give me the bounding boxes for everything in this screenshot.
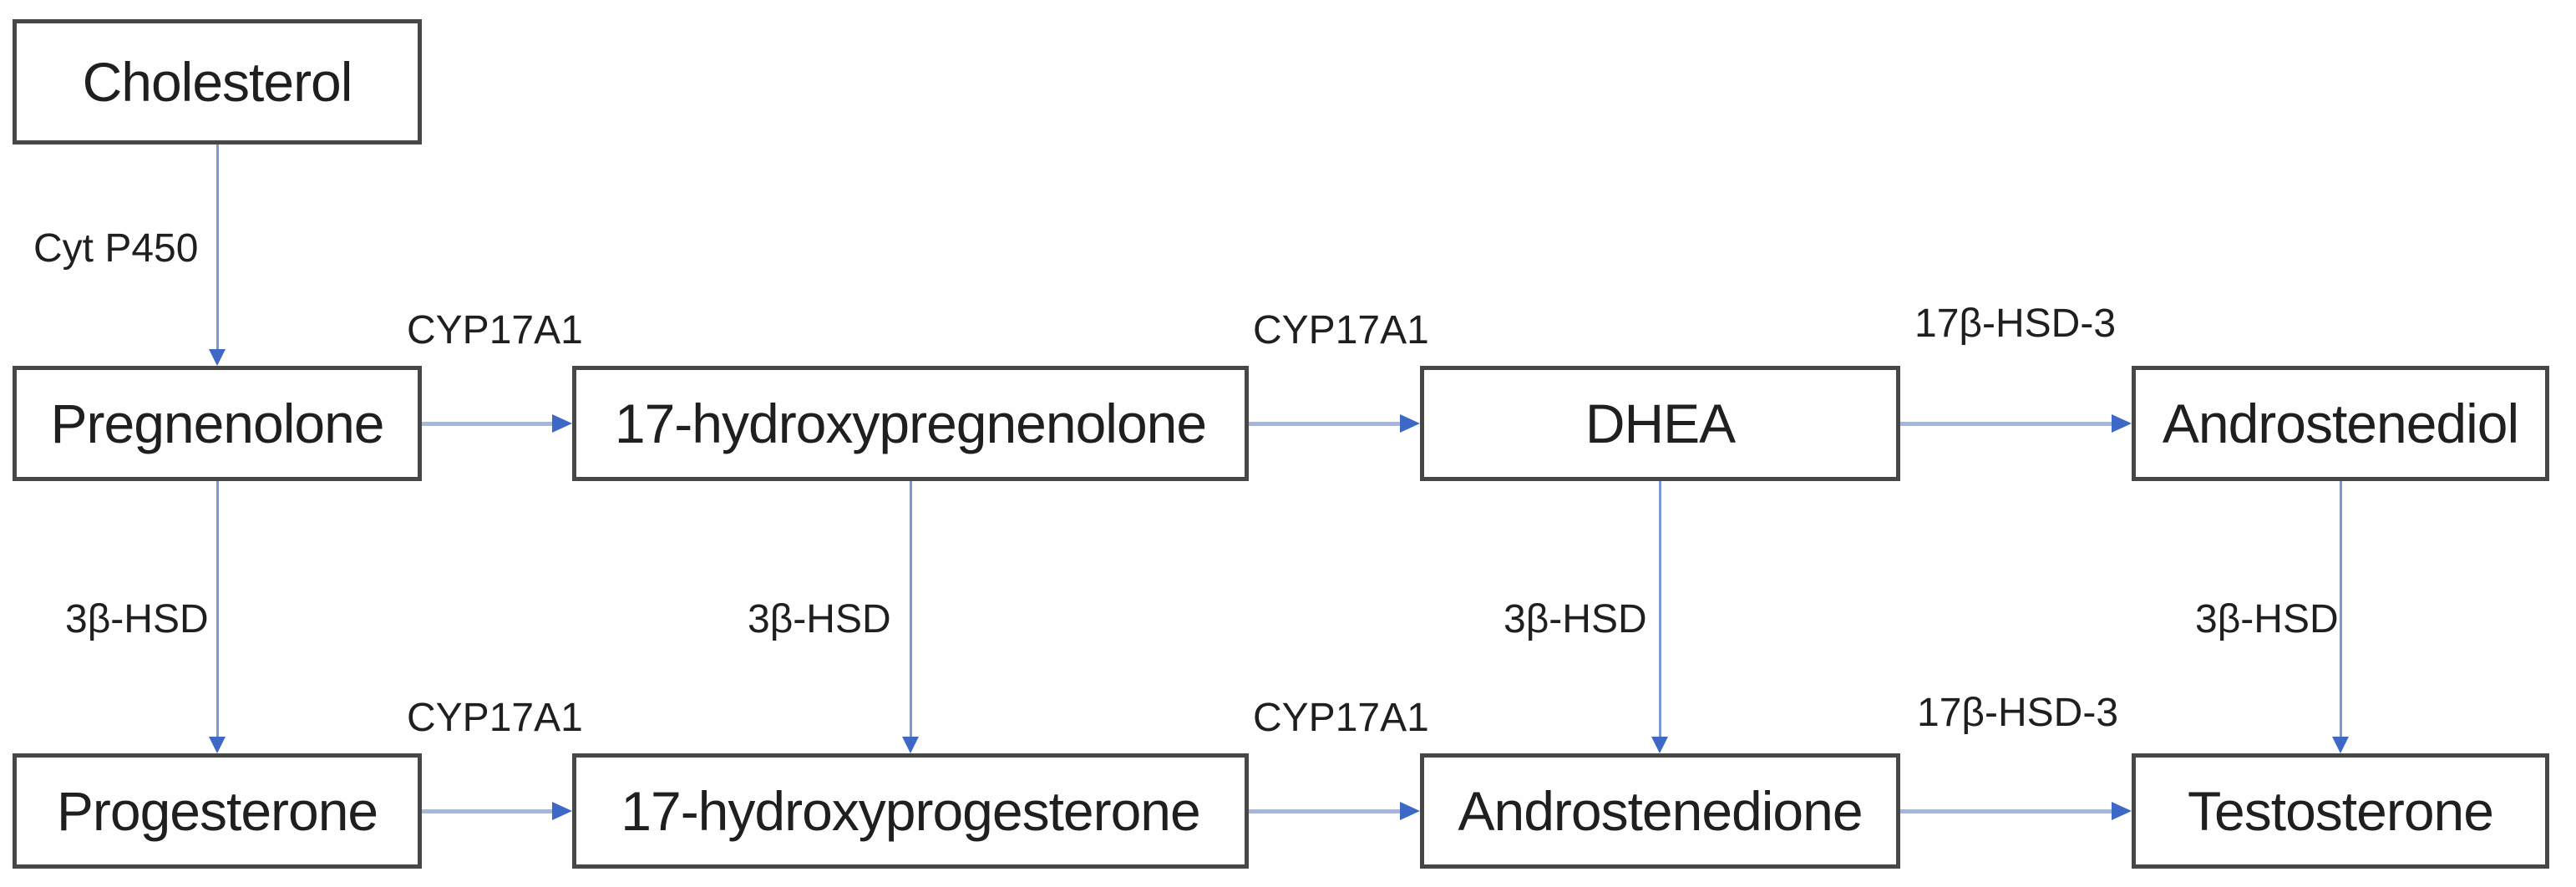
arrow-progesterone-to-hydroxyprogesterone-line <box>422 809 552 814</box>
arrow-hydroxypregnenolone-to-dhea-line <box>1249 422 1400 426</box>
node-17-hydroxypregnenolone: 17-hydroxypregnenolone <box>572 366 1249 481</box>
arrowhead-down-icon <box>902 737 919 753</box>
arrow-cholesterol-to-pregnenolone-line <box>216 144 219 349</box>
arrowhead-right-icon <box>1400 802 1420 820</box>
node-cholesterol: Cholesterol <box>13 19 422 144</box>
enzyme-label-3b-hsd: 3β-HSD <box>65 597 209 641</box>
enzyme-label-cyp17a1: CYP17A1 <box>407 308 583 352</box>
arrowhead-right-icon <box>552 802 572 820</box>
arrow-androstenediol-to-testosterone-line <box>2340 481 2342 737</box>
arrowhead-right-icon <box>552 414 572 433</box>
enzyme-label-cyp17a1: CYP17A1 <box>1253 308 1429 352</box>
node-androstenedione: Androstenedione <box>1420 753 1900 869</box>
node-progesterone: Progesterone <box>13 753 422 869</box>
enzyme-label-cyp17a1: CYP17A1 <box>407 696 583 740</box>
arrow-pregnenolone-to-hydroxypregnenolone-line <box>422 422 552 426</box>
enzyme-label-cyp17a1: CYP17A1 <box>1253 696 1429 740</box>
arrow-dhea-to-androstenediol-line <box>1900 422 2112 426</box>
enzyme-label-3b-hsd: 3β-HSD <box>748 597 891 641</box>
node-androstenediol: Androstenediol <box>2132 366 2549 481</box>
arrowhead-down-icon <box>1651 737 1668 753</box>
node-pregnenolone: Pregnenolone <box>13 366 422 481</box>
arrowhead-down-icon <box>209 349 226 366</box>
enzyme-label-17b-hsd-3: 17β-HSD-3 <box>1917 691 2119 735</box>
enzyme-label-17b-hsd-3: 17β-HSD-3 <box>1914 302 2117 346</box>
arrowhead-right-icon <box>2112 802 2132 820</box>
enzyme-label-cyt-p450: Cyt P450 <box>33 226 199 271</box>
arrow-androstenedione-to-testosterone-line <box>1900 809 2112 814</box>
arrowhead-down-icon <box>2332 737 2349 753</box>
arrowhead-right-icon <box>2112 414 2132 433</box>
enzyme-label-3b-hsd: 3β-HSD <box>2195 597 2339 641</box>
arrowhead-right-icon <box>1400 414 1420 433</box>
arrowhead-down-icon <box>209 737 226 753</box>
arrow-dhea-to-androstenedione-line <box>1659 481 1661 737</box>
arrow-hydroxypregnenolone-to-hydroxyprogesterone-line <box>910 481 912 737</box>
node-17-hydroxyprogesterone: 17-hydroxyprogesterone <box>572 753 1249 869</box>
arrow-hydroxyprogesterone-to-androstenedione-line <box>1249 809 1400 814</box>
node-testosterone: Testosterone <box>2132 753 2549 869</box>
node-dhea: DHEA <box>1420 366 1900 481</box>
enzyme-label-3b-hsd: 3β-HSD <box>1504 597 1647 641</box>
arrow-pregnenolone-to-progesterone-line <box>216 481 219 737</box>
